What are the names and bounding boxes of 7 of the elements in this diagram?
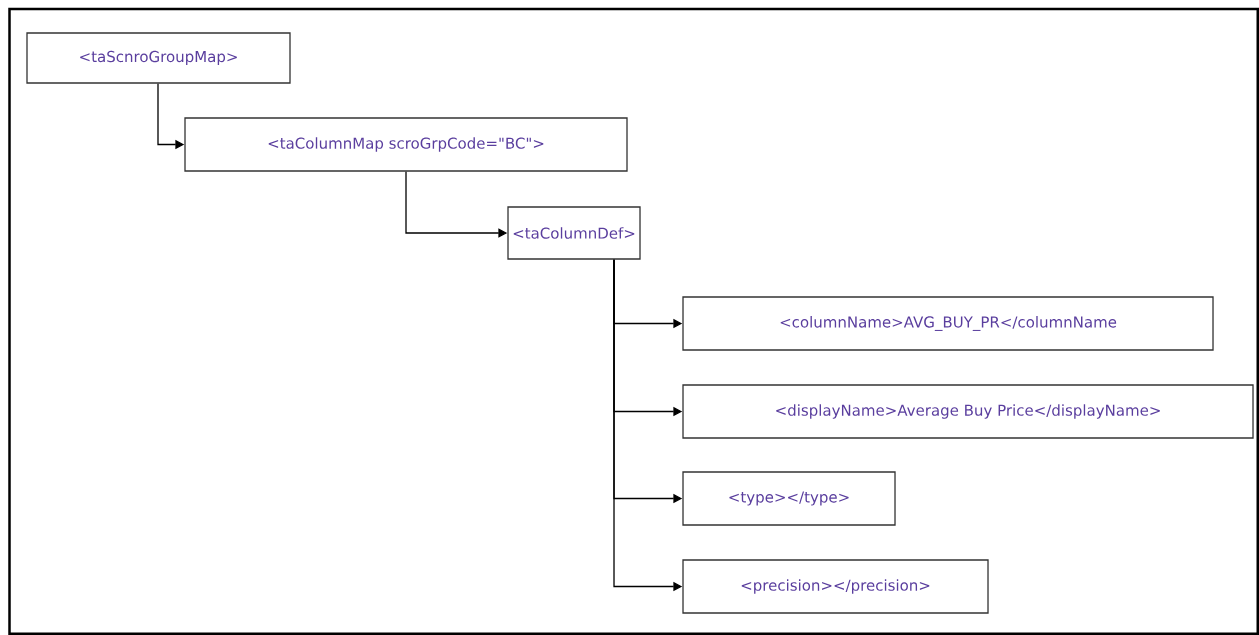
tag-box: <columnName>AVG_BUY_PR</columnName [682, 296, 1214, 351]
tag-box: <type></type> [682, 471, 896, 526]
tag-box: <precision></precision> [682, 559, 989, 614]
tag-box: <taColumnMap scroGrpCode="BC"> [184, 117, 628, 172]
tag-box: <taScnroGroupMap> [26, 32, 291, 84]
tag-box: <displayName>Average Buy Price</displayName> [682, 384, 1254, 439]
tag-box: <taColumnDef> [507, 206, 641, 260]
